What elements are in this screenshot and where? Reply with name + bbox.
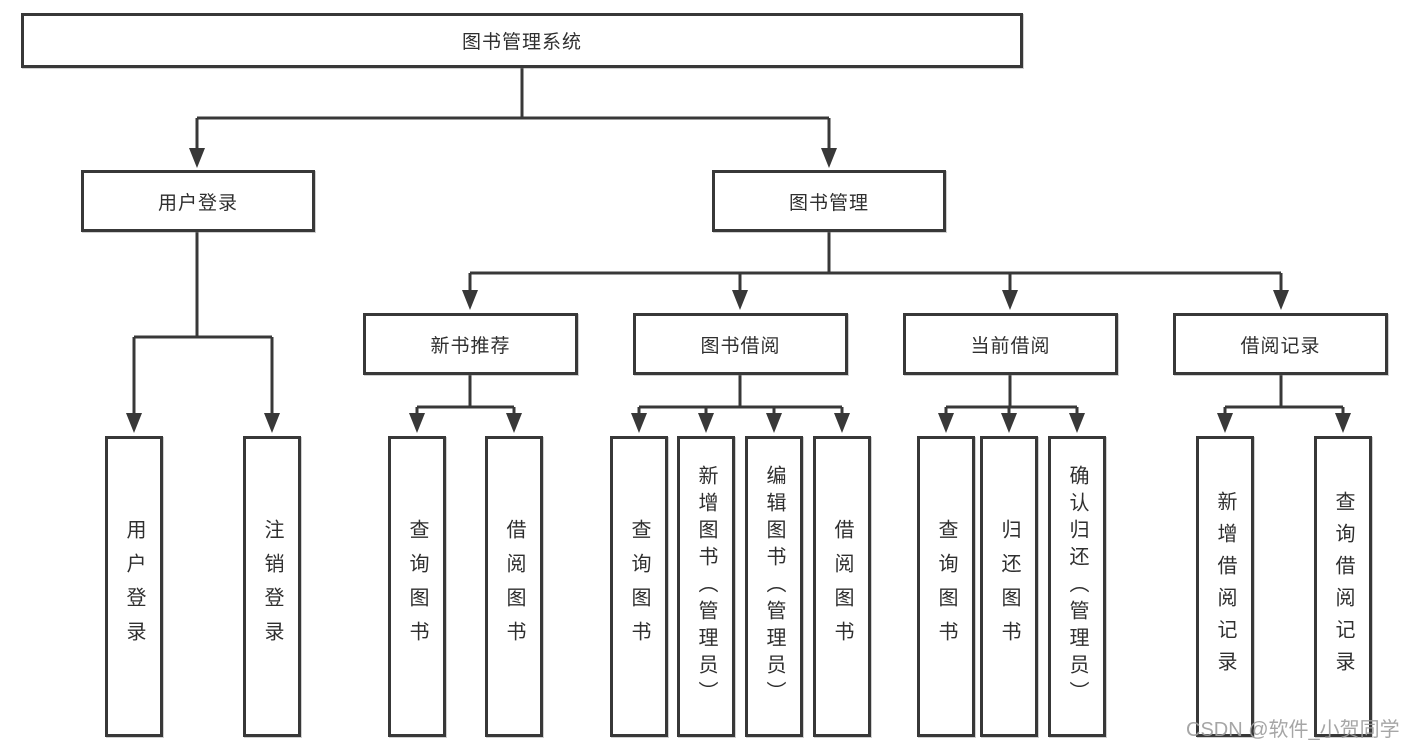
leaf-label: 用户登录 bbox=[123, 518, 145, 655]
leaf-label: 借阅图书 bbox=[503, 518, 525, 655]
leaf-label: 注销登录 bbox=[261, 518, 283, 655]
arrowhead bbox=[698, 413, 714, 433]
arrowhead bbox=[189, 148, 205, 168]
leaf-confirm-return-admin: 确认归还（管理员） bbox=[1048, 436, 1106, 737]
arrowhead bbox=[938, 413, 954, 433]
node-label: 图书借阅 bbox=[700, 335, 781, 357]
arrowhead bbox=[462, 290, 478, 310]
arrowhead bbox=[1273, 290, 1289, 310]
arrowhead bbox=[834, 413, 850, 433]
leaf-add-borrow-record: 新增借阅记录 bbox=[1196, 436, 1254, 737]
node-borrowing-records: 借阅记录 bbox=[1173, 313, 1388, 375]
leaf-label: 确认归还（管理员） bbox=[1066, 465, 1088, 708]
node-new-book-recommendation: 新书推荐 bbox=[363, 313, 578, 375]
leaf-label: 归还图书 bbox=[998, 518, 1020, 655]
arrowhead bbox=[1002, 290, 1018, 310]
leaf-query-books-recommend: 查询图书 bbox=[388, 436, 446, 737]
leaf-label: 借阅图书 bbox=[831, 518, 853, 655]
node-label: 用户登录 bbox=[157, 192, 238, 214]
arrowhead bbox=[264, 413, 280, 433]
arrowheads bbox=[126, 148, 1351, 433]
arrowhead bbox=[1217, 413, 1233, 433]
leaf-logout: 注销登录 bbox=[243, 436, 301, 737]
node-user-login: 用户登录 bbox=[81, 170, 315, 232]
csdn-watermark: CSDN @软件_小贺同学 bbox=[1186, 719, 1400, 741]
leaf-query-borrow-record: 查询借阅记录 bbox=[1314, 436, 1372, 737]
leaf-edit-books-admin: 编辑图书（管理员） bbox=[745, 436, 803, 737]
leaf-user-login: 用户登录 bbox=[105, 436, 163, 737]
node-label: 当前借阅 bbox=[970, 335, 1051, 357]
arrowhead bbox=[126, 413, 142, 433]
leaf-query-books-current: 查询图书 bbox=[917, 436, 975, 737]
arrowhead bbox=[1001, 413, 1017, 433]
arrowhead bbox=[506, 413, 522, 433]
leaf-add-books-admin: 新增图书（管理员） bbox=[677, 436, 735, 737]
leaf-borrow-books: 借阅图书 bbox=[813, 436, 871, 737]
leaf-label: 编辑图书（管理员） bbox=[763, 465, 785, 708]
leaf-label: 新增借阅记录 bbox=[1214, 490, 1236, 683]
leaf-label: 查询借阅记录 bbox=[1332, 490, 1354, 683]
node-label: 借阅记录 bbox=[1240, 335, 1321, 357]
arrowhead bbox=[1069, 413, 1085, 433]
arrowhead bbox=[732, 290, 748, 310]
leaf-label: 查询图书 bbox=[628, 518, 650, 655]
node-library-management-system: 图书管理系统 bbox=[21, 13, 1023, 68]
node-book-borrowing: 图书借阅 bbox=[633, 313, 848, 375]
node-label: 图书管理 bbox=[788, 192, 869, 214]
arrowhead bbox=[1335, 413, 1351, 433]
node-current-borrowing: 当前借阅 bbox=[903, 313, 1118, 375]
leaf-label: 新增图书（管理员） bbox=[695, 465, 717, 708]
node-book-management: 图书管理 bbox=[712, 170, 946, 232]
node-label: 图书管理系统 bbox=[461, 32, 582, 53]
arrowhead bbox=[821, 148, 837, 168]
arrowhead bbox=[409, 413, 425, 433]
leaf-label: 查询图书 bbox=[935, 518, 957, 655]
arrowhead bbox=[631, 413, 647, 433]
node-label: 新书推荐 bbox=[430, 335, 511, 357]
leaf-query-books-borrowing: 查询图书 bbox=[610, 436, 668, 737]
leaf-label: 查询图书 bbox=[406, 518, 428, 655]
leaf-return-books: 归还图书 bbox=[980, 436, 1038, 737]
leaf-borrow-books-recommend: 借阅图书 bbox=[485, 436, 543, 737]
arrowhead bbox=[766, 413, 782, 433]
